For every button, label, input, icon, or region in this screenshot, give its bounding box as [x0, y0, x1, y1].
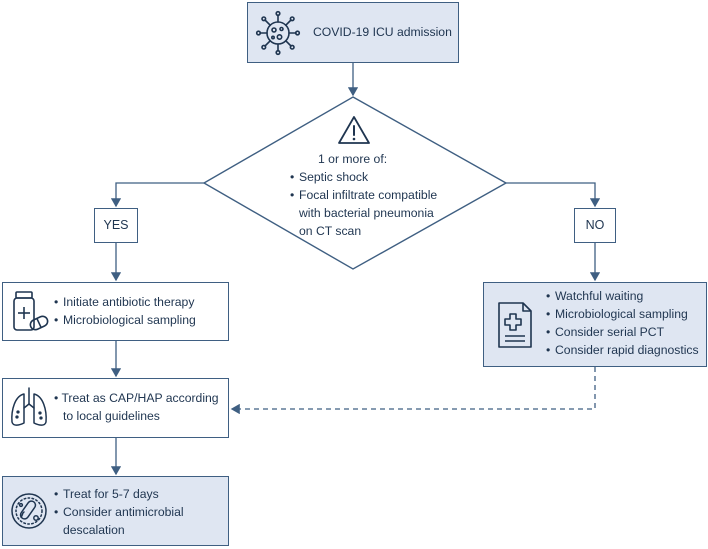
connector-decision-to-no	[506, 182, 601, 208]
medication-icon	[13, 291, 49, 331]
start-label: COVID-19 ICU admission	[313, 25, 452, 39]
no-item: Watchful waiting	[546, 287, 699, 305]
yes-step2-box	[2, 378, 229, 438]
step2-line: to local guidelines	[63, 409, 160, 423]
yes-branch-label: YES	[94, 208, 138, 243]
no-item: Consider serial PCT	[546, 323, 699, 341]
decision-criteria: Septic shock Focal infiltrate compatible…	[290, 168, 437, 240]
yes-step3-items: Treat for 5-7 days Consider antimicrobia…	[54, 485, 184, 539]
no-item: Consider rapid diagnostics	[546, 341, 699, 359]
no-item: Microbiological sampling	[546, 305, 699, 323]
step3-item-continuation: descalation	[63, 523, 125, 537]
criterion-continuation: with bacterial pneumonia	[299, 206, 434, 220]
yes-step1-items: Initiate antibiotic therapy Microbiologi…	[54, 293, 196, 329]
connector-no-to-step2-dashed	[230, 367, 596, 415]
criterion-continuation: on CT scan	[299, 224, 362, 238]
connector-decision-to-yes	[110, 182, 204, 208]
yes-step2-text: • Treat as CAP/HAP according to local gu…	[54, 389, 219, 425]
decision-heading: 1 or more of:	[318, 152, 388, 166]
step3-item: Treat for 5-7 days	[54, 485, 184, 503]
bacteria-icon	[11, 493, 47, 529]
medical-record-icon	[498, 302, 532, 348]
start-box	[247, 2, 459, 63]
step1-item: Microbiological sampling	[54, 311, 196, 329]
step2-line: • Treat as CAP/HAP according	[54, 391, 219, 405]
no-branch-label: NO	[574, 208, 616, 243]
no-items: Watchful waiting Microbiological samplin…	[546, 287, 699, 359]
virus-icon	[255, 10, 301, 56]
warning-icon	[338, 116, 370, 144]
criterion-focal-infiltrate: Focal infiltrate compatible	[290, 186, 437, 204]
lungs-icon	[11, 387, 47, 426]
step3-item: Consider antimicrobial	[54, 503, 184, 521]
step1-item: Initiate antibiotic therapy	[54, 293, 196, 311]
criterion-septic-shock: Septic shock	[290, 168, 437, 186]
